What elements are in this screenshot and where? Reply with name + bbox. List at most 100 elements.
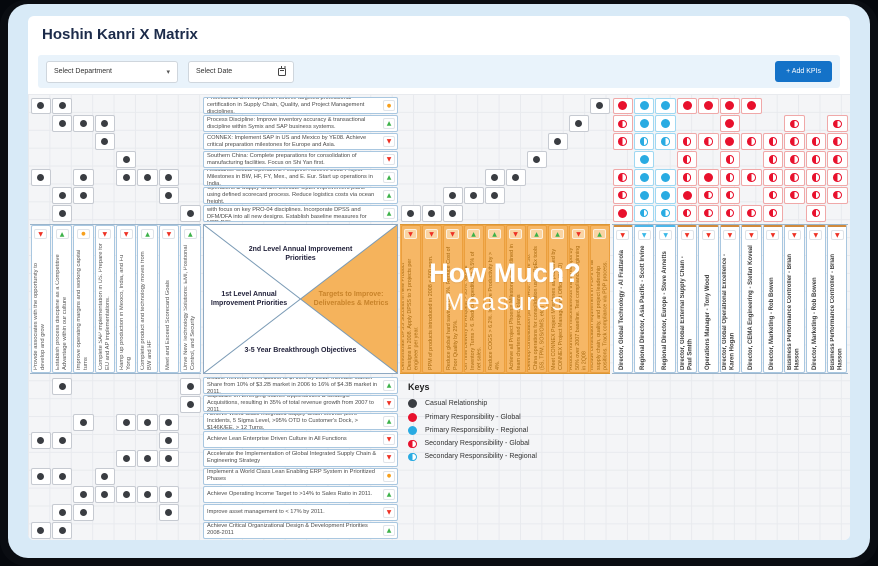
responsibility-cell[interactable] bbox=[676, 133, 698, 151]
relationship-cell[interactable] bbox=[116, 413, 137, 431]
relationship-cell[interactable] bbox=[31, 378, 51, 395]
relationship-cell[interactable] bbox=[464, 151, 484, 168]
relationship-cell[interactable] bbox=[52, 133, 72, 150]
person-column[interactable]: ▼Director, Global External Supply Chain … bbox=[676, 225, 698, 373]
relationship-cell[interactable] bbox=[443, 98, 463, 115]
breakthrough-objective-row[interactable]: Capitalize on Emerging Market Opportunit… bbox=[203, 395, 398, 413]
relationship-cell[interactable] bbox=[443, 151, 463, 168]
responsibility-cell[interactable] bbox=[762, 151, 784, 168]
relationship-cell[interactable] bbox=[95, 522, 115, 539]
relationship-cell[interactable] bbox=[31, 205, 51, 222]
relationship-cell[interactable] bbox=[485, 115, 505, 132]
relationship-cell[interactable] bbox=[137, 98, 157, 115]
improvement-priority-row[interactable]: Professional Development: Achieve target… bbox=[203, 97, 398, 114]
responsibility-cell[interactable] bbox=[763, 115, 783, 132]
relationship-cell[interactable] bbox=[94, 115, 115, 133]
relationship-cell[interactable] bbox=[116, 485, 137, 503]
breakthrough-objective-row[interactable]: Accelerate the Implementation of Global … bbox=[203, 449, 398, 467]
relationship-cell[interactable] bbox=[95, 169, 115, 186]
relationship-cell[interactable] bbox=[180, 486, 200, 503]
measure-column[interactable]: ▲Develop consolidation plan in 3H08. Pre… bbox=[526, 225, 547, 373]
responsibility-cell[interactable] bbox=[698, 186, 719, 204]
relationship-cell[interactable] bbox=[52, 414, 72, 431]
relationship-cell[interactable] bbox=[401, 169, 421, 186]
relationship-cell[interactable] bbox=[401, 187, 421, 204]
relationship-cell[interactable] bbox=[51, 377, 73, 395]
responsibility-cell[interactable] bbox=[762, 168, 784, 186]
responsibility-cell[interactable] bbox=[827, 133, 848, 151]
relationship-cell[interactable] bbox=[31, 414, 51, 431]
relationship-cell[interactable] bbox=[180, 204, 201, 222]
first-level-priority-column[interactable]: ▲Complete product and technology moves f… bbox=[137, 225, 158, 373]
relationship-cell[interactable] bbox=[159, 133, 179, 150]
responsibility-cell[interactable] bbox=[655, 204, 676, 222]
improvement-priority-row[interactable]: Engineering Process Discipline: Implemen… bbox=[203, 205, 398, 222]
first-level-priority-column[interactable]: ▼Ramp up production in Mexico, India, an… bbox=[116, 225, 137, 373]
relationship-cell[interactable] bbox=[30, 521, 51, 539]
relationship-cell[interactable] bbox=[569, 98, 589, 115]
relationship-cell[interactable] bbox=[506, 115, 526, 132]
relationship-cell[interactable] bbox=[73, 413, 94, 431]
person-column[interactable]: ▼Operations Manager - Tony Wood bbox=[698, 225, 719, 373]
relationship-cell[interactable] bbox=[180, 522, 200, 539]
relationship-cell[interactable] bbox=[31, 151, 51, 168]
relationship-cell[interactable] bbox=[527, 169, 547, 186]
responsibility-cell[interactable] bbox=[805, 133, 827, 151]
improvement-priority-row[interactable]: CONNEX: Implement SAP in US and Mexico b… bbox=[203, 133, 398, 150]
relationship-cell[interactable] bbox=[158, 168, 180, 186]
responsibility-cell[interactable] bbox=[762, 186, 784, 204]
improvement-priority-row[interactable]: Southern China: Complete preparations fo… bbox=[203, 151, 398, 168]
responsibility-cell[interactable] bbox=[698, 97, 719, 115]
relationship-cell[interactable] bbox=[137, 449, 158, 467]
relationship-cell[interactable] bbox=[464, 169, 484, 186]
relationship-cell[interactable] bbox=[94, 485, 115, 503]
relationship-cell[interactable] bbox=[159, 205, 179, 222]
relationship-cell[interactable] bbox=[180, 377, 201, 395]
responsibility-cell[interactable] bbox=[805, 204, 827, 222]
relationship-cell[interactable] bbox=[590, 205, 610, 222]
relationship-cell[interactable] bbox=[95, 432, 115, 449]
relationship-cell[interactable] bbox=[590, 151, 610, 168]
breakthrough-objective-row[interactable]: Achieve World Class Integrated Supply Ch… bbox=[203, 413, 398, 431]
relationship-cell[interactable] bbox=[569, 187, 589, 204]
responsibility-cell[interactable] bbox=[655, 115, 676, 133]
relationship-cell[interactable] bbox=[51, 186, 73, 204]
breakthrough-objective-row[interactable]: Double Revenue from $350M to $700M by 20… bbox=[203, 377, 398, 395]
responsibility-cell[interactable] bbox=[612, 186, 633, 204]
responsibility-cell[interactable] bbox=[741, 115, 761, 132]
responsibility-cell[interactable] bbox=[827, 151, 848, 168]
responsibility-cell[interactable] bbox=[676, 151, 698, 168]
relationship-cell[interactable] bbox=[505, 168, 526, 186]
measure-column[interactable]: ▼Reduce number of miscellaneous travel/r… bbox=[568, 225, 589, 373]
relationship-cell[interactable] bbox=[180, 432, 200, 449]
relationship-cell[interactable] bbox=[464, 98, 484, 115]
measure-column[interactable]: ▼Demonstrate DPSS Success in New Product… bbox=[400, 225, 421, 373]
responsibility-cell[interactable] bbox=[762, 204, 784, 222]
person-column[interactable]: ▼Director, Global Operational Excellence… bbox=[719, 225, 741, 373]
relationship-cell[interactable] bbox=[180, 504, 200, 521]
relationship-cell[interactable] bbox=[158, 431, 180, 449]
responsibility-cell[interactable] bbox=[613, 151, 633, 168]
responsibility-cell[interactable] bbox=[741, 97, 762, 115]
relationship-cell[interactable] bbox=[73, 468, 93, 485]
relationship-cell[interactable] bbox=[31, 133, 51, 150]
relationship-cell[interactable] bbox=[568, 115, 589, 133]
relationship-cell[interactable] bbox=[180, 468, 200, 485]
relationship-cell[interactable] bbox=[30, 97, 51, 115]
relationship-cell[interactable] bbox=[52, 396, 72, 413]
relationship-cell[interactable] bbox=[31, 486, 51, 503]
relationship-cell[interactable] bbox=[526, 151, 547, 168]
relationship-cell[interactable] bbox=[116, 468, 136, 485]
relationship-cell[interactable] bbox=[180, 395, 201, 413]
responsibility-cell[interactable] bbox=[806, 115, 826, 132]
responsibility-cell[interactable] bbox=[719, 115, 741, 133]
person-column[interactable]: ▼Director, Global Technology - Al Fratta… bbox=[612, 225, 633, 373]
responsibility-cell[interactable] bbox=[741, 133, 762, 151]
relationship-cell[interactable] bbox=[95, 378, 115, 395]
relationship-cell[interactable] bbox=[73, 115, 94, 133]
first-level-priority-column[interactable]: ▼Complete SAP implementation in US. Prep… bbox=[94, 225, 115, 373]
responsibility-cell[interactable] bbox=[676, 204, 698, 222]
relationship-cell[interactable] bbox=[95, 396, 115, 413]
responsibility-cell[interactable] bbox=[827, 186, 848, 204]
department-select[interactable]: Select Department ▾ bbox=[46, 60, 178, 83]
